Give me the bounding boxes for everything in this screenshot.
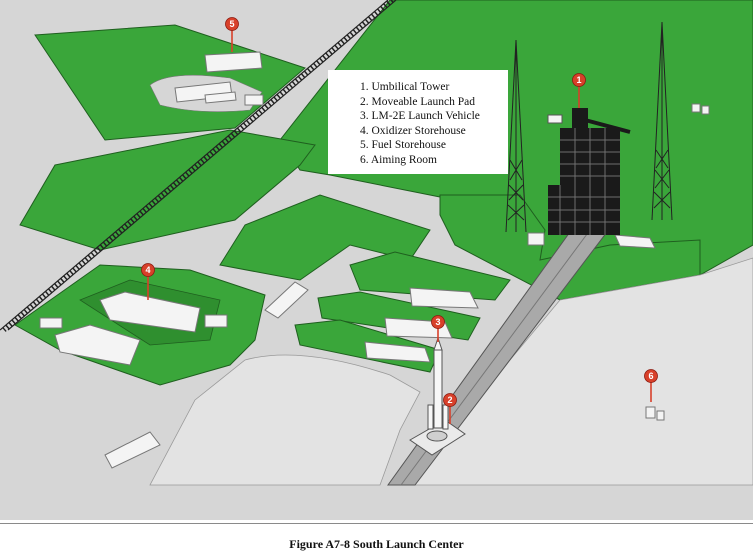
marker-label: 1 (576, 75, 581, 85)
railway-ties (2, 0, 394, 332)
legend-item: 3. LM-2E Launch Vehicle (360, 110, 480, 123)
apron-lower (149, 354, 421, 486)
umbilical-tower (547, 108, 631, 235)
marker-label: 3 (435, 317, 440, 327)
lightning-mast-left (505, 39, 527, 233)
legend-item: 5. Fuel Storehouse (360, 139, 446, 152)
oxidizer-storehouse-buildings (39, 291, 228, 366)
marker-2: 2 (443, 393, 457, 424)
legend-item: 4. Oxidizer Storehouse (360, 124, 466, 137)
caption-divider (0, 523, 753, 524)
numbered-markers: 1 2 3 4 5 6 (141, 17, 658, 424)
legend-item: 2. Moveable Launch Pad (360, 95, 475, 108)
figure-caption: Figure A7-8 South Launch Center (289, 537, 464, 551)
legend-item: 6. Aiming Room (360, 153, 437, 166)
fuel-storehouse-buildings (174, 51, 264, 106)
railway-edge-1 (0, 0, 389, 331)
marker-6: 6 (644, 369, 658, 402)
moveable-launch-pad (409, 419, 466, 456)
railway-edge-2 (7, 0, 397, 331)
grass-field-center (219, 194, 431, 281)
grass-field-west-upper (19, 129, 316, 251)
marker-label: 5 (229, 19, 234, 29)
marker-label: 2 (447, 395, 452, 405)
lm-2e-launch-vehicle (427, 336, 449, 430)
legend-item: 1. Umbilical Tower (360, 81, 450, 93)
aiming-room-buildings (645, 406, 665, 421)
grass-strip-1 (349, 251, 511, 301)
lightning-mast-right (651, 21, 673, 221)
marker-3: 3 (431, 315, 445, 342)
marker-label: 6 (648, 371, 653, 381)
marker-4: 4 (141, 263, 155, 300)
marker-5: 5 (225, 17, 239, 52)
legend-box: 1. Umbilical Tower 2. Moveable Launch Pa… (328, 70, 508, 174)
grass-field-tower (439, 194, 701, 301)
misc-buildings (104, 103, 710, 469)
marker-1: 1 (572, 73, 586, 108)
marker-label: 4 (145, 265, 150, 275)
